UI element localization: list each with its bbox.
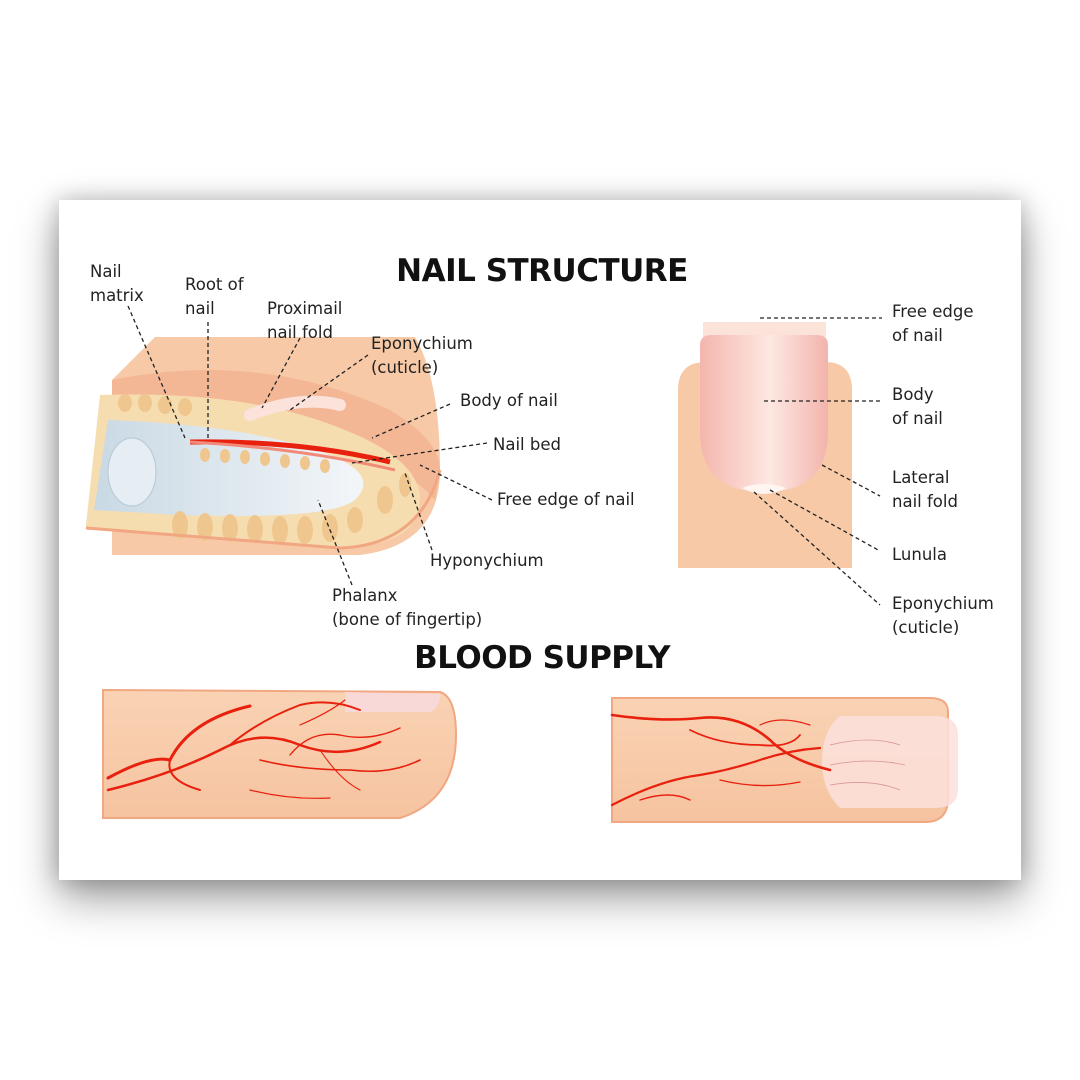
finger-top-vessels [610,697,958,823]
label-hyponychium: Hyponychium [430,551,544,570]
label-free-edge-side: Free edge of nail [497,490,635,509]
blood-supply-title: BLOOD SUPPLY [414,640,670,676]
label-eponychium-side: Eponychium(cuticle) [371,334,473,377]
label-nail-bed: Nail bed [493,435,561,454]
finger-cross-section [85,337,442,555]
label-body-of-nail-side: Body of nail [460,391,558,410]
label-phalanx: Phalanx(bone of fingertip) [332,586,483,629]
label-eponychium-top: Eponychium(cuticle) [892,594,994,637]
fingertip-top-view [678,322,852,568]
label-lunula: Lunula [892,545,947,564]
nail-structure-title: NAIL STRUCTURE [396,253,688,289]
side-leader-lines [127,305,493,586]
fat-cells [118,394,411,544]
top-leader-lines [753,317,882,606]
finger-side-vessels [102,688,458,819]
